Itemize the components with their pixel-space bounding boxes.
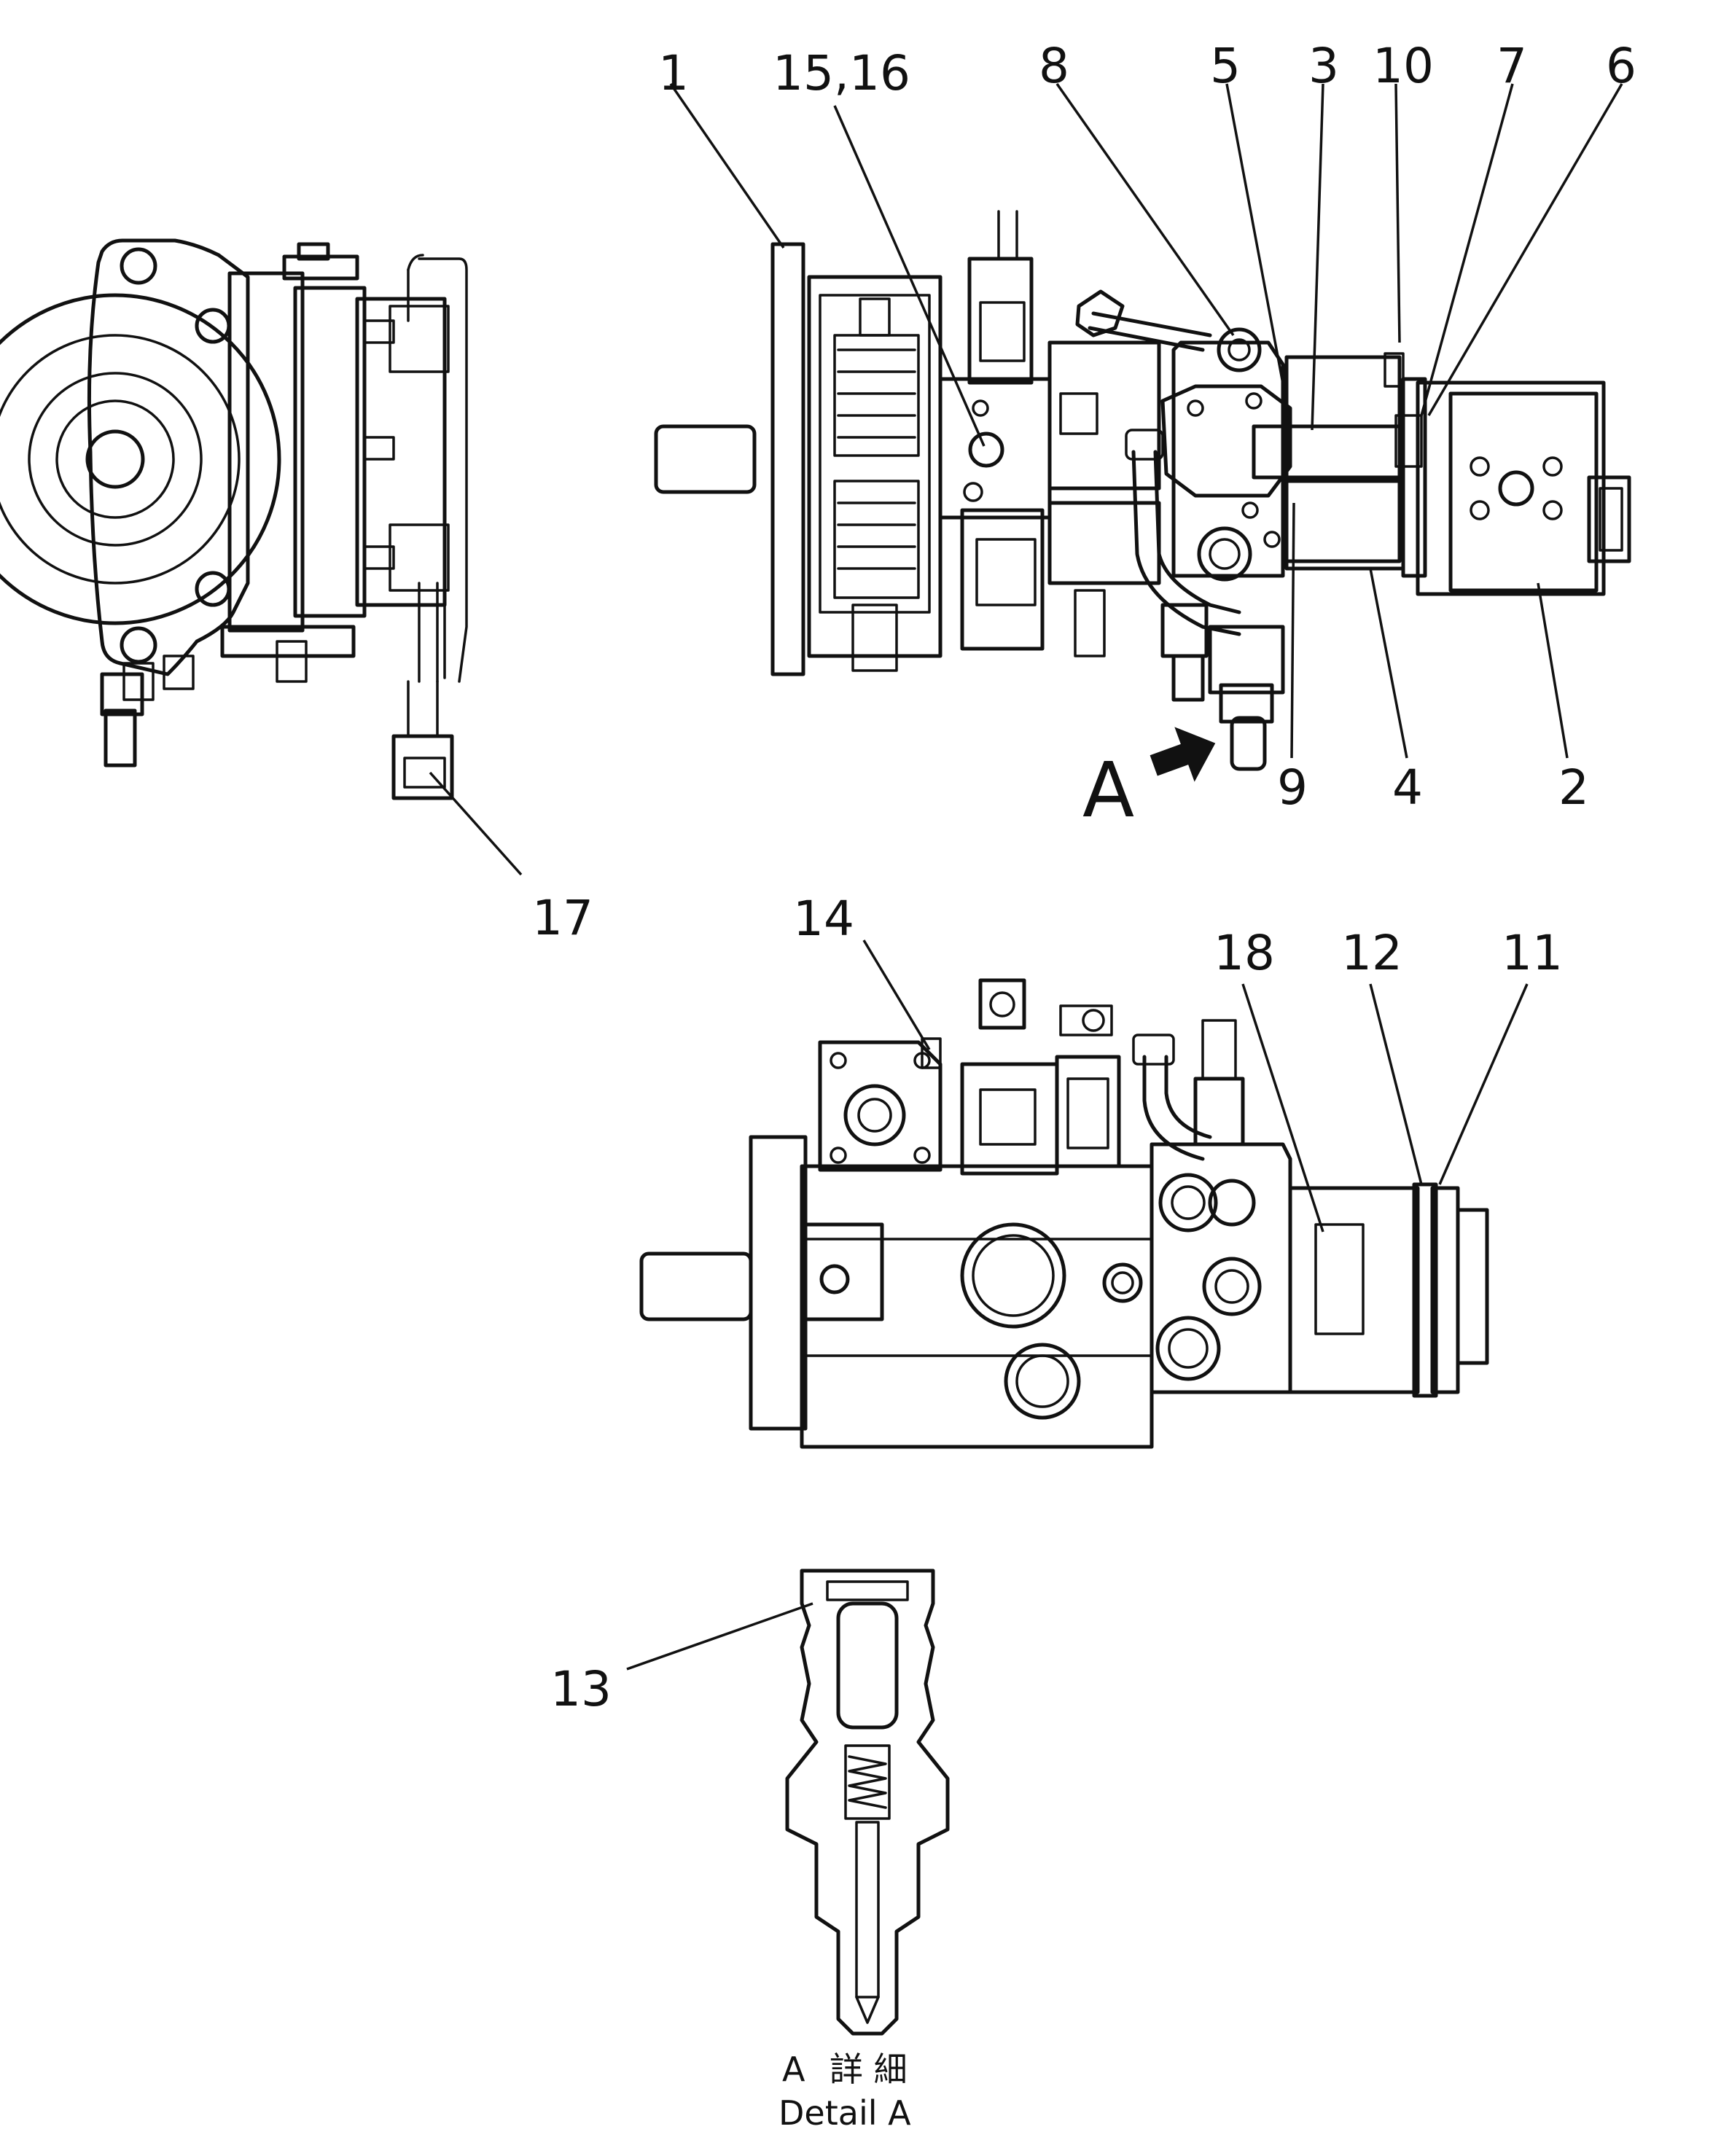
callout-14: 14 [793,891,854,947]
caption-en: Detail A [778,2093,911,2133]
callout-8: 8 [1039,38,1069,94]
callout-12: 12 [1341,925,1402,981]
caption-jp-a: A [782,2050,805,2089]
callout-1: 1 [658,45,689,101]
callout-2: 2 [1558,759,1589,816]
detail-a-caption: A 詳 細 Detail A [778,2050,911,2133]
callout-4: 4 [1392,759,1423,816]
callout-9: 9 [1277,759,1308,816]
callout-labels: 1 15,16 8 5 3 10 7 6 9 4 2 A 17 14 18 12… [532,38,1636,1717]
callout-18: 18 [1214,925,1275,981]
callout-13: 13 [550,1661,612,1717]
front-view-drawing [639,978,1489,1449]
callout-15-16: 15,16 [773,45,910,101]
side-view-drawing [654,210,1631,782]
callout-3: 3 [1308,38,1339,94]
detail-a-drawing [785,1569,950,2036]
callout-7: 7 [1496,38,1527,94]
view-arrow-a [1150,727,1216,782]
end-view-drawing [0,238,468,800]
callout-5: 5 [1210,38,1241,94]
view-label-a: A [1082,746,1134,835]
leader-lines [429,82,1623,1671]
caption-jp-text: 詳 細 [830,2050,908,2089]
callout-6: 6 [1606,38,1636,94]
callout-10: 10 [1373,38,1434,94]
callout-11: 11 [1502,925,1563,981]
callout-17: 17 [532,890,593,946]
